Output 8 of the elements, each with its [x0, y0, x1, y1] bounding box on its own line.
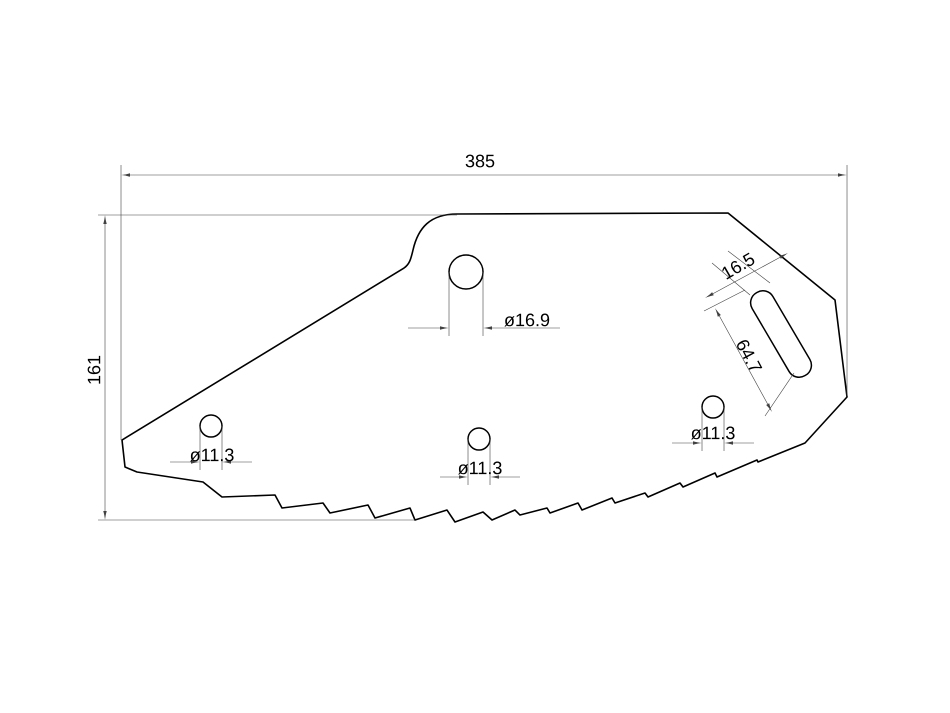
- dimension-label: ø11.3: [190, 448, 234, 462]
- dimension-label: ø11.3: [691, 426, 735, 440]
- dimension-label: 161: [88, 356, 100, 384]
- dimension-label: ø16.9: [504, 314, 550, 326]
- dimension-label: 64.7: [737, 340, 762, 370]
- dimension-label: ø11.3: [458, 462, 502, 474]
- dimension-label: 16.5: [722, 252, 754, 280]
- dimension-label: 385: [466, 154, 494, 168]
